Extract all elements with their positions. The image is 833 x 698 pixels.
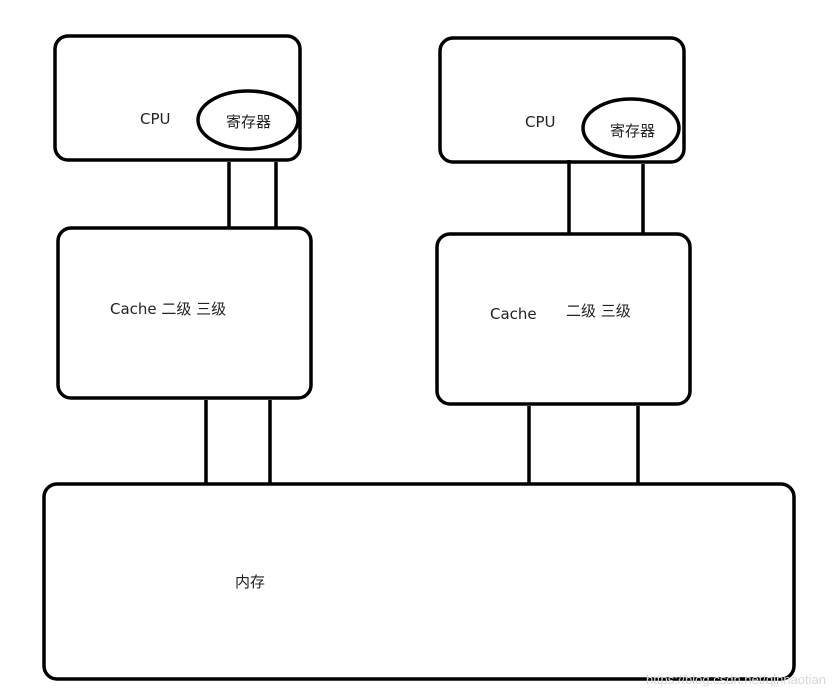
- left-cpu-box: [53, 34, 302, 162]
- right-cache-box: [435, 232, 692, 406]
- left-cpu-label: CPU: [140, 110, 171, 128]
- watermark: https://blog.csdn.net/qinnaotian: [646, 672, 826, 687]
- right-cache-label-levels: 二级 三级: [566, 302, 631, 320]
- right-register-label: 寄存器: [610, 122, 655, 140]
- right-register-ellipse: [581, 97, 681, 159]
- memory-label: 内存: [235, 573, 265, 591]
- right-cpu-label: CPU: [525, 113, 556, 131]
- right-cpu-box: [438, 36, 686, 164]
- left-cache-label: Cache 二级 三级: [110, 300, 226, 318]
- left-register-label: 寄存器: [226, 113, 271, 131]
- left-register-ellipse: [196, 89, 300, 151]
- left-cache-box: [56, 226, 313, 400]
- memory-box: [42, 482, 796, 681]
- right-cache-label-main: Cache: [490, 305, 537, 323]
